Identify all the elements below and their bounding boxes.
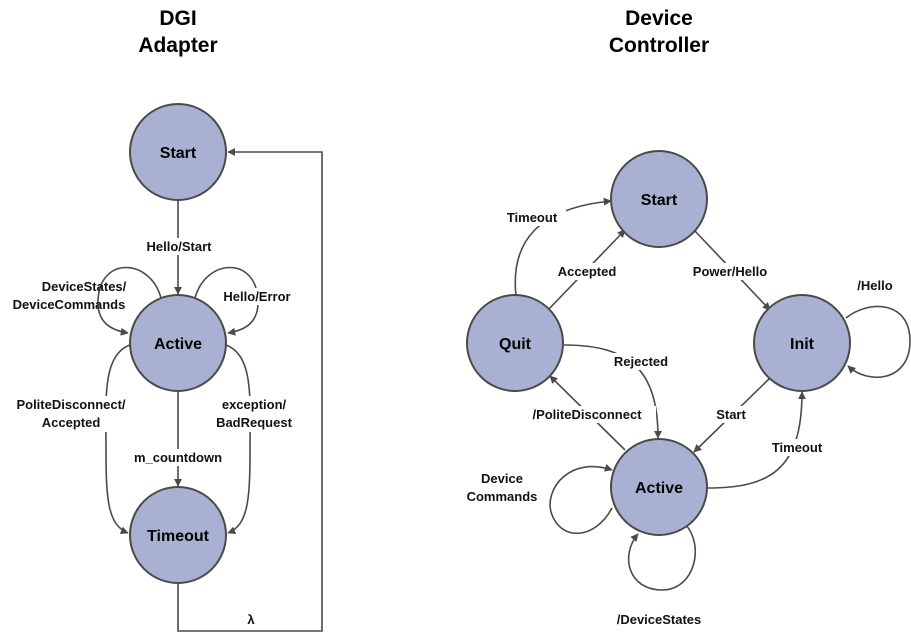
dgi-adapter-title-line2: Adapter xyxy=(138,34,217,57)
label-rejected: Rejected xyxy=(614,354,668,369)
state-timeout: Timeout xyxy=(129,486,227,584)
label-hello-error: Hello/Error xyxy=(223,289,290,304)
edge-timeout-to-start-lambda xyxy=(177,148,323,632)
label-polite-disconnect: /PoliteDisconnect xyxy=(532,407,642,422)
svg-text:Active: Active xyxy=(154,336,202,353)
label-exception-line2: BadRequest xyxy=(216,415,293,430)
svg-text:Init: Init xyxy=(790,336,815,353)
label-hello-start: Hello/Start xyxy=(146,239,212,254)
svg-text:Timeout: Timeout xyxy=(147,528,210,545)
label-start: Start xyxy=(716,407,746,422)
device-controller-diagram: Device Controller Start Quit Init Active xyxy=(466,7,911,627)
label-devicestates-line2: DeviceCommands xyxy=(13,297,126,312)
state-quit: Quit xyxy=(466,294,564,392)
label-timeout-active: Timeout xyxy=(772,440,823,455)
state-start: Start xyxy=(129,103,227,201)
edge-active-self-device-states xyxy=(628,523,697,591)
label-accepted: Accepted xyxy=(558,264,617,279)
dgi-adapter-title-line1: DGI xyxy=(159,7,196,30)
label-exception-line1: exception/ xyxy=(222,397,287,412)
label-polite-line2: Accepted xyxy=(42,415,101,430)
label-polite-line1: PoliteDisconnect/ xyxy=(16,397,125,412)
label-device-line2: Commands xyxy=(467,489,538,504)
edge-quit-to-start-timeout xyxy=(514,197,612,297)
edge-active-to-timeout-exception xyxy=(225,344,251,535)
state-active: Active xyxy=(610,438,708,536)
label-device-states: /DeviceStates xyxy=(617,612,702,627)
edge-active-self-device-commands xyxy=(549,463,613,535)
device-controller-title-line2: Controller xyxy=(609,34,709,57)
edge-active-self-devicestates xyxy=(97,266,162,336)
label-lambda: λ xyxy=(247,612,255,627)
dgi-adapter-diagram: DGI Adapter Start Active Timeout Hello/S… xyxy=(4,7,323,632)
label-timeout-quit: Timeout xyxy=(507,210,558,225)
device-controller-title-line1: Device xyxy=(625,7,693,30)
edge-active-to-init-timeout xyxy=(706,391,806,489)
svg-text:Start: Start xyxy=(641,192,678,209)
state-start: Start xyxy=(610,150,708,248)
svg-text:Start: Start xyxy=(160,145,197,162)
svg-text:Active: Active xyxy=(635,480,683,497)
label-power-hello: Power/Hello xyxy=(693,264,767,279)
state-active: Active xyxy=(129,294,227,392)
label-device-line1: Device xyxy=(481,471,523,486)
label-m-countdown: m_countdown xyxy=(134,450,222,465)
label-devicestates-line1: DeviceStates/ xyxy=(42,279,127,294)
label-hello-self: /Hello xyxy=(857,278,892,293)
edge-active-to-timeout-polite xyxy=(105,344,131,535)
state-init: Init xyxy=(753,294,851,392)
edge-init-self-hello xyxy=(845,305,911,379)
svg-text:Quit: Quit xyxy=(499,336,532,353)
